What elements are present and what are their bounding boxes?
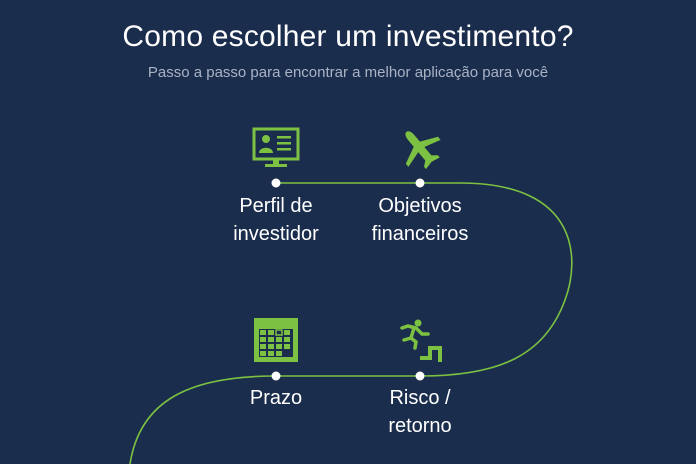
step-label-risco: Risco / retorno — [345, 384, 495, 440]
monitor-profile-icon — [252, 127, 300, 167]
calendar-icon — [254, 318, 298, 362]
airplane-icon — [405, 131, 441, 170]
step-label-line: Objetivos — [378, 195, 462, 217]
step-dot-risco — [415, 371, 425, 381]
step-label-line: financeiros — [371, 223, 469, 245]
step-label-line: Risco / — [389, 387, 451, 409]
page-title: Como escolher um investimento? — [122, 20, 574, 53]
step-label-line: Prazo — [249, 387, 303, 409]
step-label-prazo: Prazo — [201, 384, 351, 412]
step-label-line: Perfil de — [239, 195, 313, 217]
page-subtitle: Passo a passo para encontrar a melhor ap… — [147, 64, 549, 81]
step-dot-perfil — [271, 178, 281, 188]
step-label-line: investidor — [233, 223, 319, 245]
step-label-line: retorno — [388, 415, 452, 437]
step-dot-objetivos — [415, 178, 425, 188]
stairs-runner-icon — [400, 319, 442, 362]
step-label-objetivos: Objetivos financeiros — [345, 192, 495, 248]
step-dot-prazo — [271, 371, 281, 381]
step-label-perfil: Perfil de investidor — [201, 192, 351, 248]
